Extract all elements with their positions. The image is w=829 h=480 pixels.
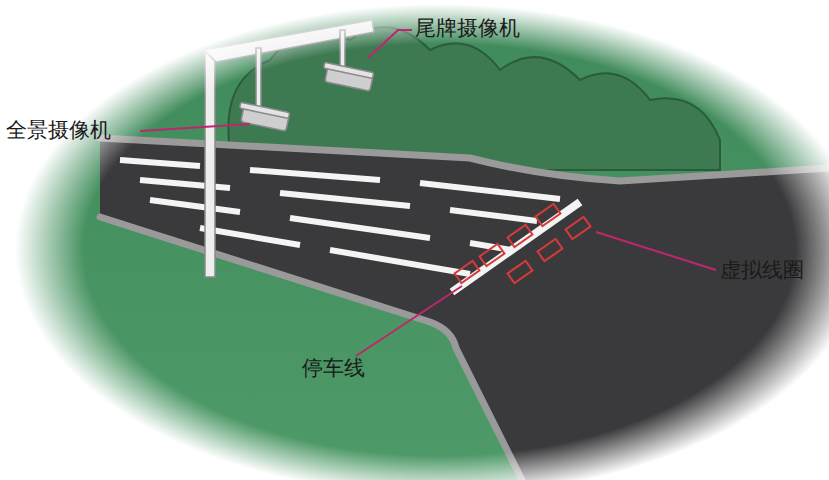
leader-line [140,124,250,131]
part-label: 尾牌摄像机 [415,16,520,41]
leader-lines [140,30,716,356]
leader-line [596,232,716,270]
leader-line [368,30,412,58]
part-label: 全景摄像机 [6,118,111,143]
part-label: 停车线 [302,356,365,381]
part-label: 虚拟线圈 [720,258,804,283]
leader-line [356,286,462,356]
